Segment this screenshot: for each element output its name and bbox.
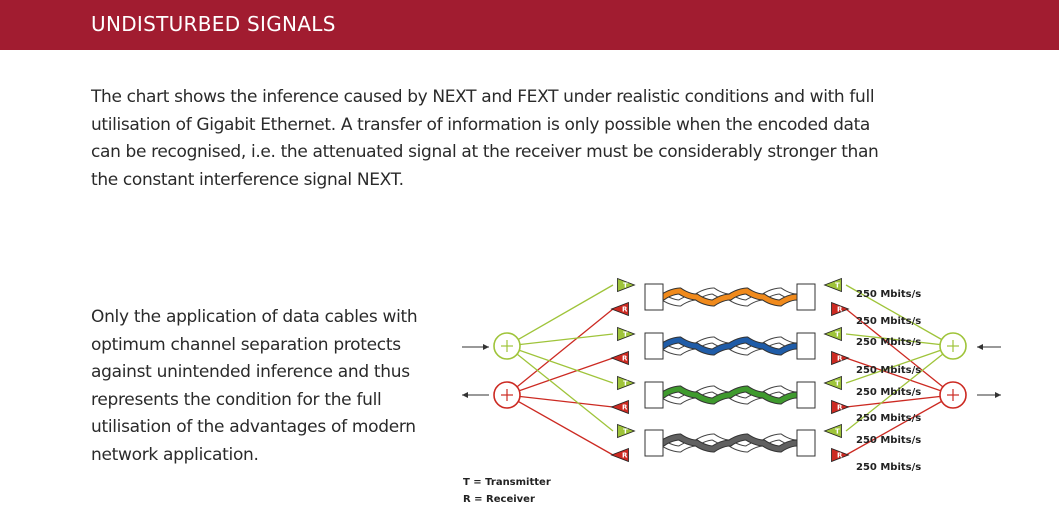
twisted-pairs: [644, 283, 816, 457]
transmitter-icon: [823, 375, 842, 391]
arrow-head: [483, 344, 489, 350]
crosstalk-line: [506, 284, 614, 347]
transmitter-icon: [823, 423, 842, 439]
crosstalk-line: [845, 357, 954, 396]
transmitter-icon-letter: T: [835, 331, 840, 339]
transceiver-symbols: T R T R T R T R T R T R T R T R: [610, 277, 850, 463]
transmitter-icon-letter: T: [623, 282, 628, 290]
transmitter-icon: [617, 375, 636, 391]
crosstalk-lines: [506, 284, 954, 456]
receiver-icon: [831, 350, 850, 366]
receiver-icon-letter: R: [837, 355, 843, 363]
arrow-head: [462, 392, 468, 398]
crosstalk-line: [506, 333, 614, 347]
hybrid-box-left: [644, 381, 664, 409]
crosstalk-line: [845, 394, 954, 456]
crosstalk-line: [845, 308, 954, 396]
transmitter-icon-letter: T: [835, 282, 840, 290]
rate-label: 250 Mbits/s: [856, 316, 921, 327]
transmitter-icon: [823, 326, 842, 342]
hybrid-box-right: [796, 332, 816, 360]
hybrid-box-right: [796, 429, 816, 457]
receiver-icon-letter: R: [622, 404, 628, 412]
intro-paragraph: The chart shows the inference caused by …: [91, 87, 879, 190]
legend-receiver: R = Receiver: [463, 494, 535, 505]
endpoint-circles: [493, 332, 967, 409]
hybrid-box-left: [644, 283, 664, 311]
transmitter-icon-letter: T: [623, 428, 628, 436]
colored-wire: [660, 386, 800, 404]
transmitter-icon: [617, 277, 636, 293]
arrow-head: [995, 392, 1001, 398]
page-title: UNDISTURBED SIGNALS: [91, 12, 336, 36]
side-paragraph: Only the application of data cables with…: [91, 307, 418, 465]
rate-label: 250 Mbits/s: [856, 337, 921, 348]
transmitter-icon-letter: T: [623, 380, 628, 388]
transmitter-icon-letter: T: [835, 428, 840, 436]
crosstalk-line: [845, 345, 954, 432]
crosstalk-line: [506, 345, 614, 432]
crosstalk-line: [845, 333, 954, 347]
hybrid-box-left: [644, 429, 664, 457]
colored-wire: [660, 288, 800, 306]
crosstalk-line: [506, 345, 614, 384]
crosstalk-line: [506, 394, 614, 408]
hybrid-box-right: [796, 381, 816, 409]
receiver-icon-letter: R: [837, 404, 843, 412]
receiver-icon: [610, 447, 629, 463]
receiver-icon-letter: R: [622, 452, 628, 460]
transmitter-icon: [617, 326, 636, 342]
legend-transmitter: T = Transmitter: [463, 477, 551, 488]
rate-label: 250 Mbits/s: [856, 289, 921, 300]
receiver-icon: [831, 447, 850, 463]
receiver-icon-letter: R: [622, 306, 628, 314]
rate-label: 250 Mbits/s: [856, 387, 921, 398]
transmitter-icon-letter: T: [835, 380, 840, 388]
crosstalk-line: [845, 394, 954, 408]
transmitter-icon: [617, 423, 636, 439]
external-arrows: [462, 344, 1001, 398]
receiver-icon-letter: R: [837, 306, 843, 314]
transmitter-icon-letter: T: [623, 331, 628, 339]
crosstalk-line: [845, 284, 954, 347]
arrow-head: [977, 344, 983, 350]
receiver-icon-letter: R: [622, 355, 628, 363]
header-bar: UNDISTURBED SIGNALS: [0, 0, 1059, 50]
crosstalk-line: [845, 345, 954, 384]
crosstalk-line: [506, 308, 614, 396]
crosstalk-diagram: T R T R T R T R T R T R T R T R 250 Mbits/s 250 Mbits/s…: [462, 277, 1001, 505]
receiver-icon-letter: R: [837, 452, 843, 460]
hybrid-box-right: [796, 283, 816, 311]
crosstalk-line: [506, 357, 614, 396]
rate-label: 250 Mbits/s: [856, 365, 921, 376]
rate-labels: 250 Mbits/s 250 Mbits/s 250 Mbits/s 250 …: [856, 289, 921, 473]
crosstalk-line: [506, 394, 614, 456]
rate-label: 250 Mbits/s: [856, 413, 921, 424]
rate-label: 250 Mbits/s: [856, 435, 921, 446]
hybrid-box-left: [644, 332, 664, 360]
receiver-icon: [831, 399, 850, 415]
receiver-icon: [831, 301, 850, 317]
colored-wire: [660, 337, 800, 355]
receiver-icon: [610, 301, 629, 317]
receiver-icon: [610, 350, 629, 366]
rate-label: 250 Mbits/s: [856, 462, 921, 473]
receiver-icon: [610, 399, 629, 415]
colored-wire: [660, 434, 800, 452]
transmitter-icon: [823, 277, 842, 293]
